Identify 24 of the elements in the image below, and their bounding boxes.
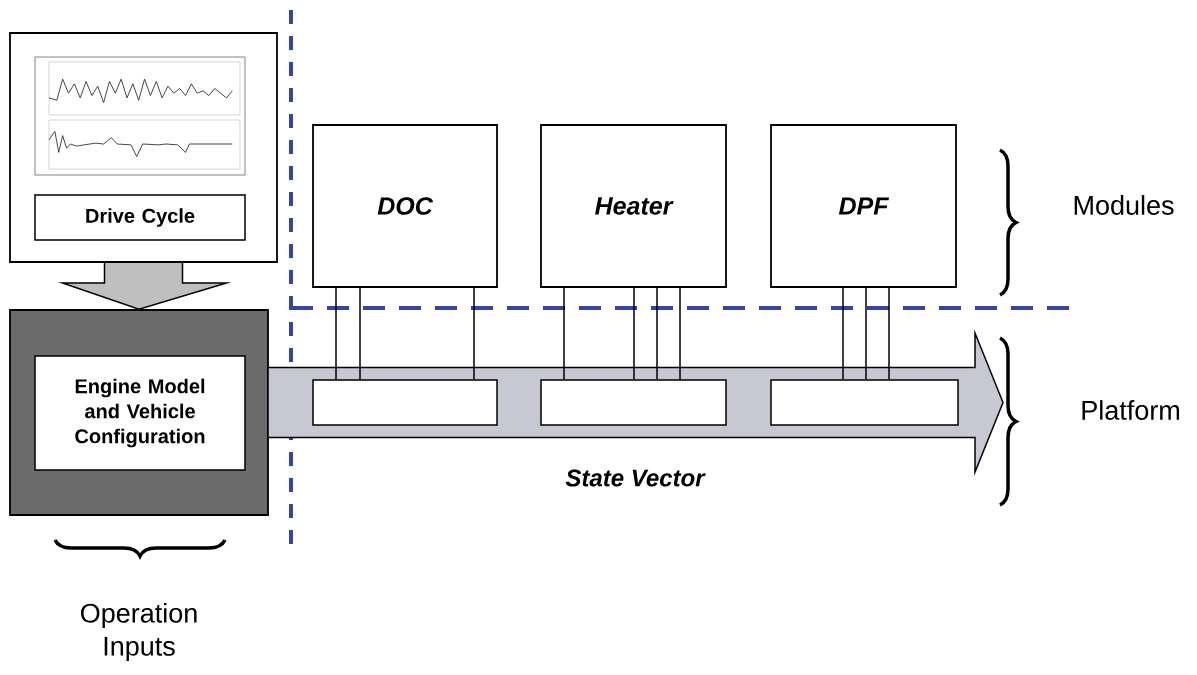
connector-line (656, 287, 658, 380)
connector-line (359, 287, 361, 380)
connector-line (888, 287, 890, 380)
slot-box (312, 379, 498, 426)
slot-box (540, 379, 727, 426)
group-label: Operation Inputs (81, 602, 197, 662)
module-box: DPF (770, 124, 957, 288)
block-arrow (58, 262, 232, 310)
connector-line (679, 287, 681, 380)
module-box: Heater (540, 124, 727, 288)
slot-box (770, 379, 959, 426)
chart-drawing (34, 56, 246, 176)
module-box: DOC (312, 124, 498, 288)
connector-line (563, 287, 565, 380)
connector-line (842, 287, 844, 380)
group-label: Modules (1074, 195, 1174, 215)
connector-line (865, 287, 867, 380)
model-box: Engine Model and Vehicle Configuration (34, 355, 246, 471)
arrow-label: State Vector (565, 469, 706, 487)
connector-line (335, 287, 337, 380)
connector-line (473, 287, 475, 380)
caption-box: Drive Cycle (34, 194, 246, 241)
group-label: Platform (1082, 400, 1180, 420)
connector-line (633, 287, 635, 380)
